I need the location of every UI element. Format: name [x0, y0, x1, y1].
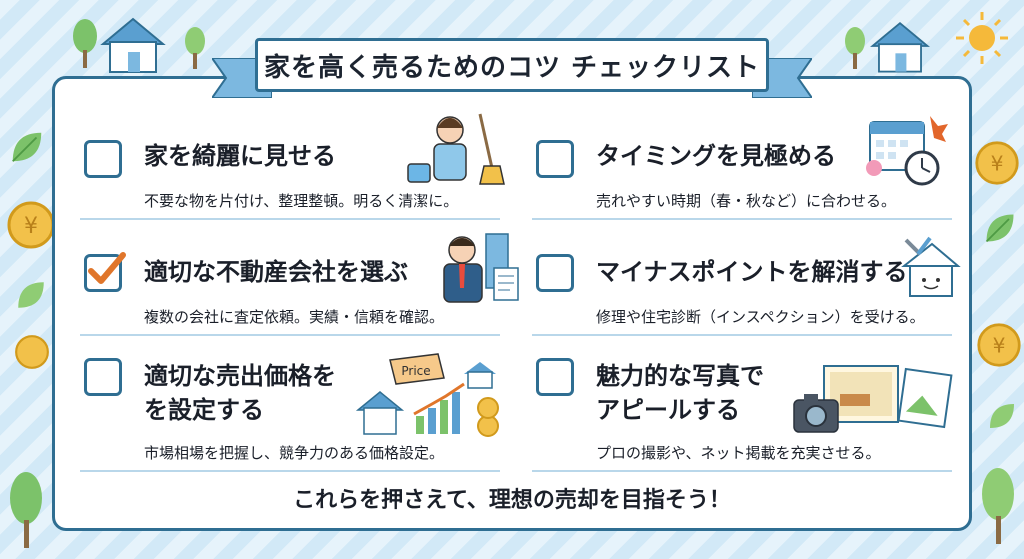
tree-icon [185, 27, 205, 69]
page-title: 家を高く売るためのコツ チェックリスト [255, 38, 769, 92]
item-title-photos-line2: アピールする [596, 396, 740, 424]
tree-icon [10, 472, 42, 548]
divider [80, 470, 500, 472]
checkbox-clean-house[interactable] [84, 140, 122, 178]
calendar-icon [866, 116, 948, 186]
price-tag-label: Price [401, 364, 430, 378]
bar-chart-icon [413, 382, 465, 434]
leaf-icon [985, 214, 1014, 243]
item-title-set-price-line2: を設定する [144, 396, 264, 424]
item-desc-set-price: 市場相場を把握し、競争力のある価格設定。 [144, 444, 445, 462]
house-icon [870, 21, 930, 73]
checkbox-timing[interactable] [536, 140, 574, 178]
price-tag-icon: Price [389, 353, 445, 385]
item-desc-timing: 売れやすい時期（春・秋など）に合わせる。 [596, 192, 897, 210]
tools-icon [901, 236, 961, 297]
house-icon [100, 17, 166, 73]
divider [532, 470, 952, 472]
checkbox-real-estate-company[interactable] [84, 252, 126, 292]
divider [80, 334, 500, 336]
checkbox-fix-negatives[interactable] [536, 254, 574, 292]
item-title-set-price-line1: 適切な売出価格を [144, 362, 336, 390]
svg-text:¥: ¥ [991, 151, 1004, 175]
photo-icon [823, 365, 953, 429]
divider [532, 334, 952, 336]
coin-icon: ¥ [975, 141, 1019, 185]
item-desc-fix-negatives: 修理や住宅診断（インスペクション）を受ける。 [596, 308, 925, 326]
checkbox-set-price[interactable] [84, 358, 122, 396]
tree-icon [845, 27, 865, 69]
item-title-photos-line1: 魅力的な写真で [596, 362, 764, 390]
item-title-timing: タイミングを見極める [596, 142, 836, 170]
tree-icon [73, 19, 97, 68]
leaf-icon [12, 132, 42, 162]
item-title-fix-negatives: マイナスポイントを解消する [596, 258, 908, 286]
cleaning-person-icon [407, 113, 505, 185]
item-desc-clean-house: 不要な物を片付け、整理整頓。明るく清潔に。 [144, 192, 459, 210]
business-person-icon [443, 233, 519, 303]
leaf-icon [18, 282, 44, 308]
price-chart-icon: Price [355, 353, 499, 437]
coin-icon [15, 335, 49, 369]
tree-icon [982, 468, 1014, 544]
svg-text:¥: ¥ [24, 214, 38, 239]
checkmark-icon [88, 252, 126, 284]
footer-message: これらを押さえて、理想の売却を目指そう！ [293, 488, 731, 513]
svg-text:¥: ¥ [993, 333, 1006, 357]
divider [80, 218, 500, 220]
coin-icon: ¥ [977, 323, 1021, 367]
leaf-icon [990, 404, 1014, 428]
item-title-clean-house: 家を綺麗に見せる [144, 142, 336, 170]
checkbox-photos[interactable] [536, 358, 574, 396]
camera-photo-icon [793, 365, 953, 433]
divider [532, 218, 952, 220]
item-desc-real-estate-company: 複数の会社に査定依頼。実績・信頼を確認。 [144, 308, 445, 326]
item-title-real-estate-company: 適切な不動産会社を選ぶ [144, 258, 408, 286]
coin-icon: ¥ [7, 201, 55, 249]
checklist-card [52, 76, 972, 531]
sun-icon [956, 12, 1008, 64]
item-desc-photos: プロの撮影や、ネット掲載を充実させる。 [596, 444, 881, 462]
camera-icon [793, 394, 839, 433]
